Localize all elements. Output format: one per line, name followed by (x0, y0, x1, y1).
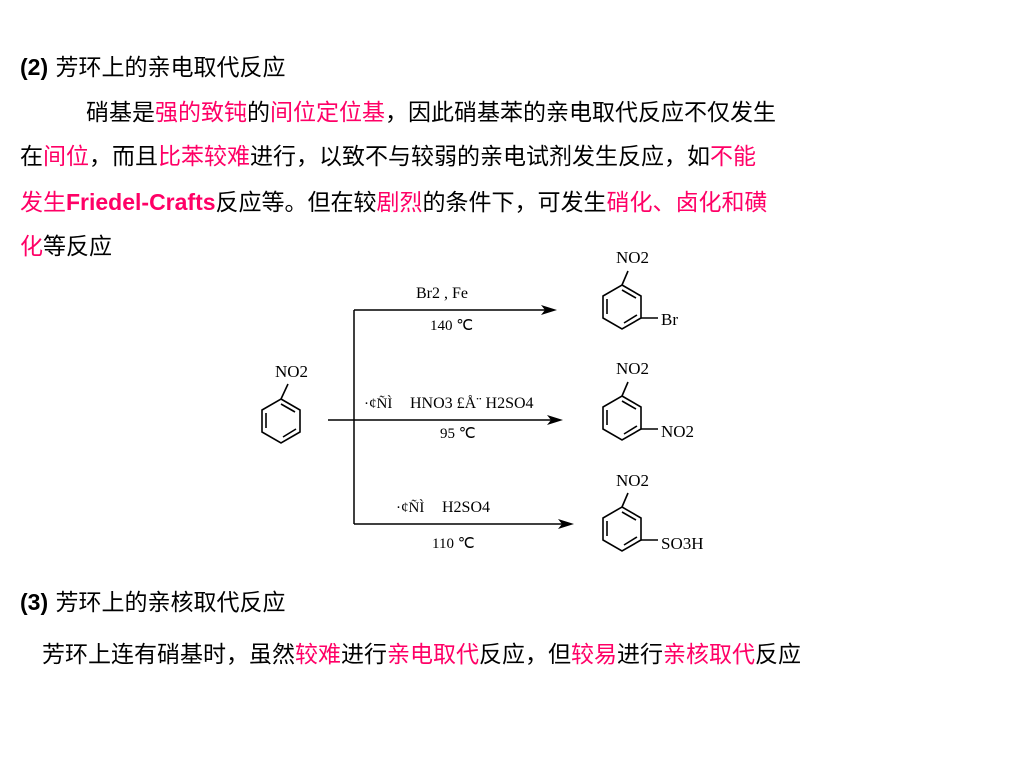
highlight-run: 强的致钝 (155, 100, 247, 126)
text-run: 进行，以致不与较弱的亲电试剂发生反应，如 (250, 144, 710, 170)
reagent-middle: HNO3 £Å¨ H2SO4 (410, 394, 534, 412)
highlight-run: 化 (20, 234, 43, 260)
text-run: ，而且 (89, 144, 158, 170)
text-run: 的条件下，可发生 (422, 190, 607, 216)
temperature-top: 140 ℃ (430, 318, 473, 334)
section-3-paragraph: 芳环上连有硝基时，虽然较难进行亲电取代反应，但较易进行亲核取代反应 (42, 640, 801, 670)
highlight-run: 较难 (295, 642, 341, 668)
arrow-head-middle (547, 415, 563, 425)
paragraph-line-2: 在间位，而且比苯较难进行，以致不与较弱的亲电试剂发生反应，如不能 (20, 142, 756, 172)
highlight-run: 发生 (20, 190, 66, 216)
arrow-lines (328, 309, 565, 525)
text-run: 硝基是 (86, 100, 155, 126)
product-middle-no2-label: NO2 (616, 359, 649, 378)
section-3-heading: (3) 芳环上的亲核取代反应 (20, 587, 285, 618)
temperature-bottom: 110 ℃ (432, 536, 475, 552)
paragraph-line-3: 发生Friedel-Crafts反应等。但在较剧烈的条件下，可发生硝化、卤化和磺 (20, 187, 768, 218)
section-2-title: 芳环上的亲电取代反应 (55, 55, 286, 81)
highlight-run: 间位 (43, 144, 89, 170)
product-ring-top (602, 270, 658, 330)
highlight-run: 不能 (710, 144, 756, 170)
product-bottom-no2-label: NO2 (616, 471, 649, 490)
text-run: 进行 (617, 642, 663, 668)
text-run: 反应等。但在较 (215, 190, 377, 216)
section-3-title: 芳环上的亲核取代反应 (55, 590, 286, 616)
highlight-run: 间位定位基 (270, 100, 385, 126)
section-2-heading: (2) 芳环上的亲电取代反应 (20, 52, 285, 83)
paragraph-line-1: 硝基是强的致钝的间位定位基，因此硝基苯的亲电取代反应不仅发生 (86, 98, 776, 128)
paragraph-line-4: 化等反应 (20, 232, 112, 262)
highlight-run: 亲电取代 (387, 642, 479, 668)
reactant-no2-label: NO2 (275, 362, 308, 381)
highlight-run: 硝化、卤化和磺 (606, 190, 768, 216)
product-top-no2-label: NO2 (616, 248, 649, 267)
temperature-middle: 95 ℃ (440, 426, 476, 442)
nitrobenzene-ring (261, 383, 301, 444)
product-middle-substituent: NO2 (661, 422, 694, 441)
text-run: 芳环上连有硝基时，虽然 (42, 642, 295, 668)
reagent-bottom-prefix: ·¢ÑÌ (396, 499, 424, 516)
text-run: 进行 (341, 642, 387, 668)
text-run: 在 (20, 144, 43, 170)
highlight-run: 剧烈 (376, 190, 423, 216)
reagent-bottom: H2SO4 (442, 499, 490, 516)
reagent-middle-prefix: ·¢ÑÌ (364, 395, 392, 412)
product-ring-middle (602, 381, 658, 441)
text-run: 反应，但 (479, 642, 571, 668)
highlight-run-bold: Friedel-Crafts (66, 189, 216, 215)
reagent-top: Br2 , Fe (416, 285, 468, 302)
product-top-substituent: Br (661, 310, 678, 329)
highlight-run: 亲核取代 (663, 642, 755, 668)
product-bottom-substituent: SO3H (661, 534, 704, 553)
product-ring-bottom (602, 492, 658, 552)
arrow-head-bottom (558, 519, 574, 529)
text-run: 反应 (755, 642, 801, 668)
highlight-run: 比苯较难 (158, 144, 250, 170)
section-2-number: (2) (20, 54, 49, 80)
text-run: 等反应 (43, 234, 112, 260)
text-run: 的 (247, 100, 270, 126)
arrow-heads (541, 305, 574, 529)
highlight-run: 较易 (571, 642, 617, 668)
text-run: ，因此硝基苯的亲电取代反应不仅发生 (385, 100, 776, 126)
arrow-head-top (541, 305, 557, 315)
section-3-number: (3) (20, 589, 49, 615)
